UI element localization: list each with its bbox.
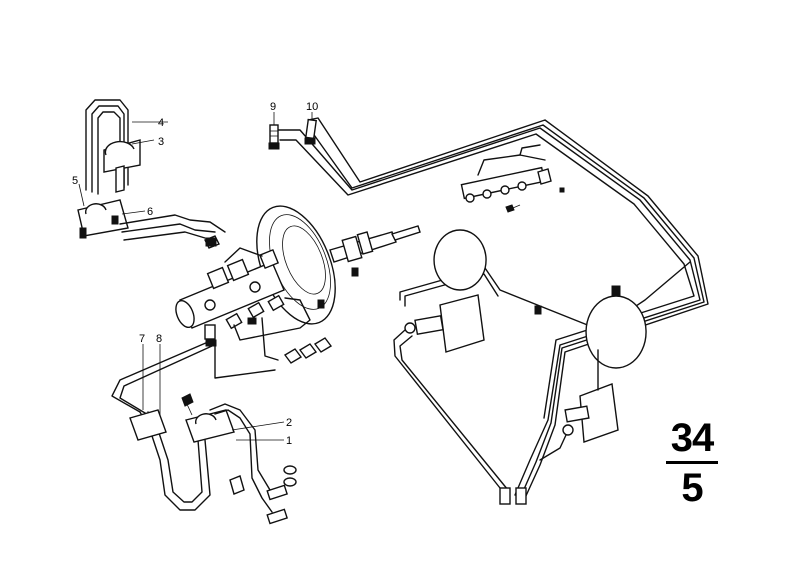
master-cylinder-pipes xyxy=(111,247,311,417)
upper-bracket-assembly xyxy=(77,99,226,241)
callout-4: 4 xyxy=(158,117,164,129)
master-cylinder xyxy=(175,248,285,347)
callout-7: 7 xyxy=(139,333,145,345)
distribution-block xyxy=(460,144,565,213)
brake-booster xyxy=(256,205,421,325)
group-number-top: 34 xyxy=(670,416,715,460)
callout-1: 1 xyxy=(286,435,292,447)
callout-5: 5 xyxy=(72,175,78,187)
lower-bracket-assembly xyxy=(129,393,297,525)
loose-parts xyxy=(205,237,621,315)
group-number: 34 5 xyxy=(664,418,720,508)
group-number-divider xyxy=(666,461,718,464)
callout-labels: 1 2 3 4 5 6 7 8 9 10 xyxy=(72,101,318,447)
callout-3: 3 xyxy=(158,136,164,148)
left-brake-unit xyxy=(393,229,691,505)
main-pipe-bundle xyxy=(273,117,709,499)
right-brake-unit xyxy=(539,295,647,461)
fitting-9 xyxy=(268,112,280,150)
leader-lines xyxy=(78,121,285,441)
callout-9: 9 xyxy=(270,101,276,113)
callout-10: 10 xyxy=(306,101,318,113)
callout-6: 6 xyxy=(147,206,153,218)
callout-2: 2 xyxy=(286,417,292,429)
fitting-10 xyxy=(304,112,318,145)
callout-8: 8 xyxy=(156,333,162,345)
group-number-bottom: 5 xyxy=(681,466,703,510)
